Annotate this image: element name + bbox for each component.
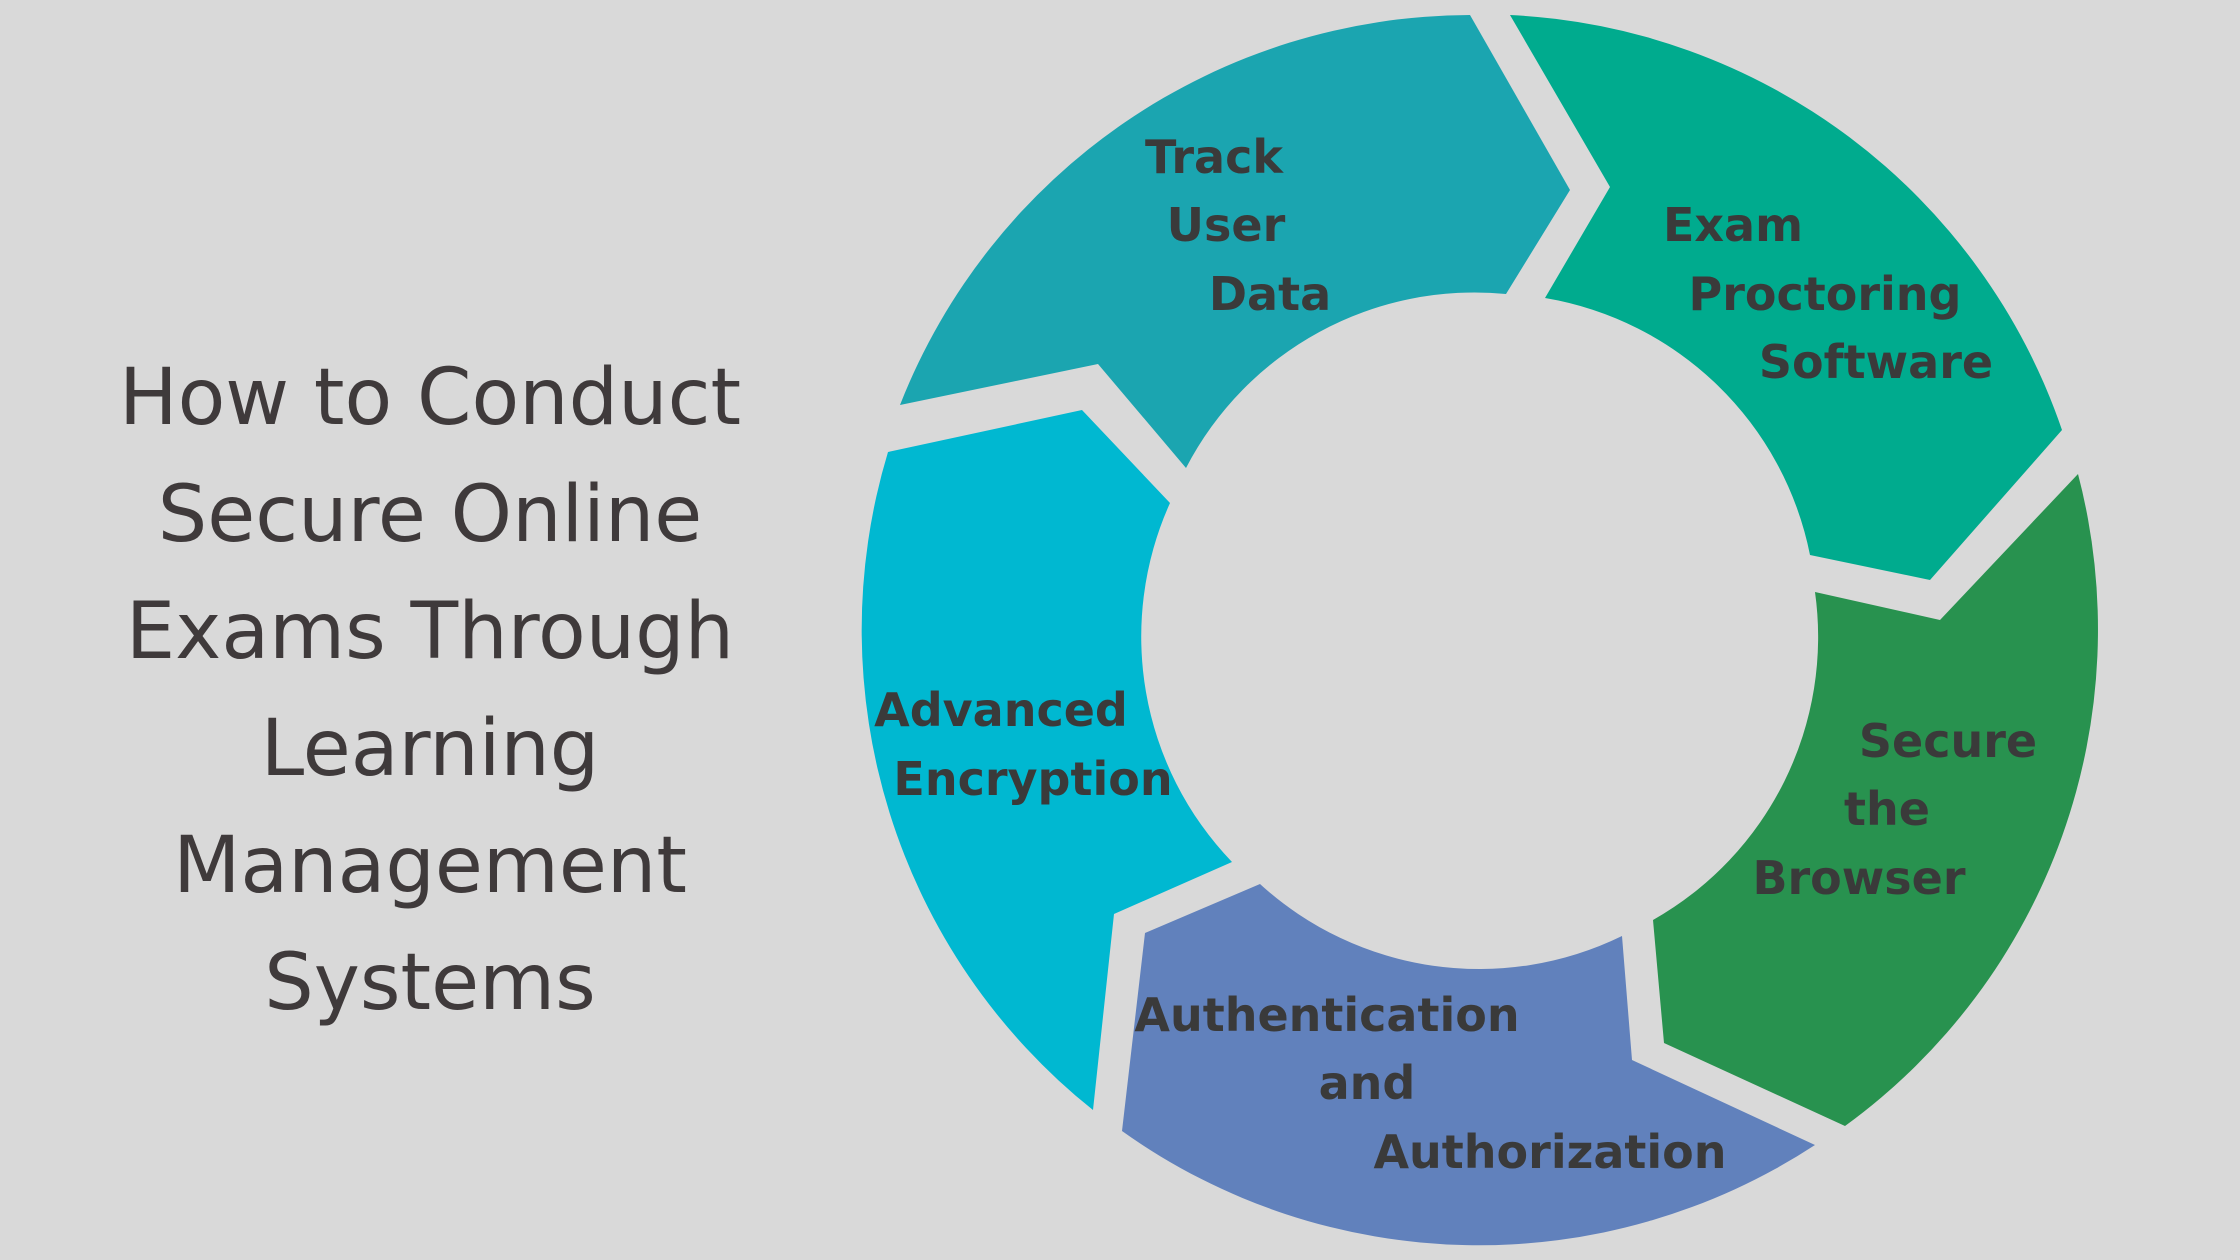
segment-shape-secure-the-browser [1653,474,2098,1126]
segment-shape-advanced-encryption [861,410,1232,1110]
segment-secure-the-browser: Secure the Browser [1653,474,2098,1126]
title-line-1: How to Conduct [118,353,742,443]
label-line: Authorization [1373,1125,1726,1179]
label-line: User [1167,198,1286,252]
label-line: Proctoring [1688,267,1961,321]
label-line: Browser [1752,851,1965,905]
diagram-title: How to Conduct Secure Online Exams Throu… [40,340,820,1042]
label-exam-proctoring-software: Exam Proctoring Software [1663,198,1993,389]
label-line: Secure [1859,714,2037,768]
label-authentication-and-authorization: Authentication and Authorization [1134,988,1726,1179]
segment-shape-exam-proctoring-software [1510,15,2062,580]
label-line: Authentication [1134,988,1519,1042]
title-line-5: Management [173,821,687,911]
label-track-user-data: Track User Data [1145,130,1331,321]
title-line-3: Exams Through [125,587,735,677]
label-line: Encryption [893,752,1172,806]
label-line: the [1844,782,1930,836]
title-line-4: Learning [260,704,600,794]
label-line: Track [1145,130,1284,184]
segment-track-user-data: Track User Data [900,15,1570,468]
label-line: Advanced [874,683,1128,737]
segment-advanced-encryption: Advanced Encryption [861,410,1232,1110]
segment-shape-authentication-and-authorization [1122,884,1815,1246]
title-line-6: Systems [264,938,596,1028]
label-line: Data [1209,267,1331,321]
title-line-2: Secure Online [157,470,703,560]
label-secure-the-browser: Secure the Browser [1752,714,2053,905]
segment-shape-track-user-data [900,15,1570,468]
segment-authentication-and-authorization: Authentication and Authorization [1122,884,1815,1246]
segment-exam-proctoring-software: Exam Proctoring Software [1510,15,2062,580]
label-line: Software [1759,335,1993,389]
label-line: and [1319,1056,1416,1110]
label-advanced-encryption: Advanced Encryption [874,683,1172,806]
label-line: Exam [1663,198,1803,252]
